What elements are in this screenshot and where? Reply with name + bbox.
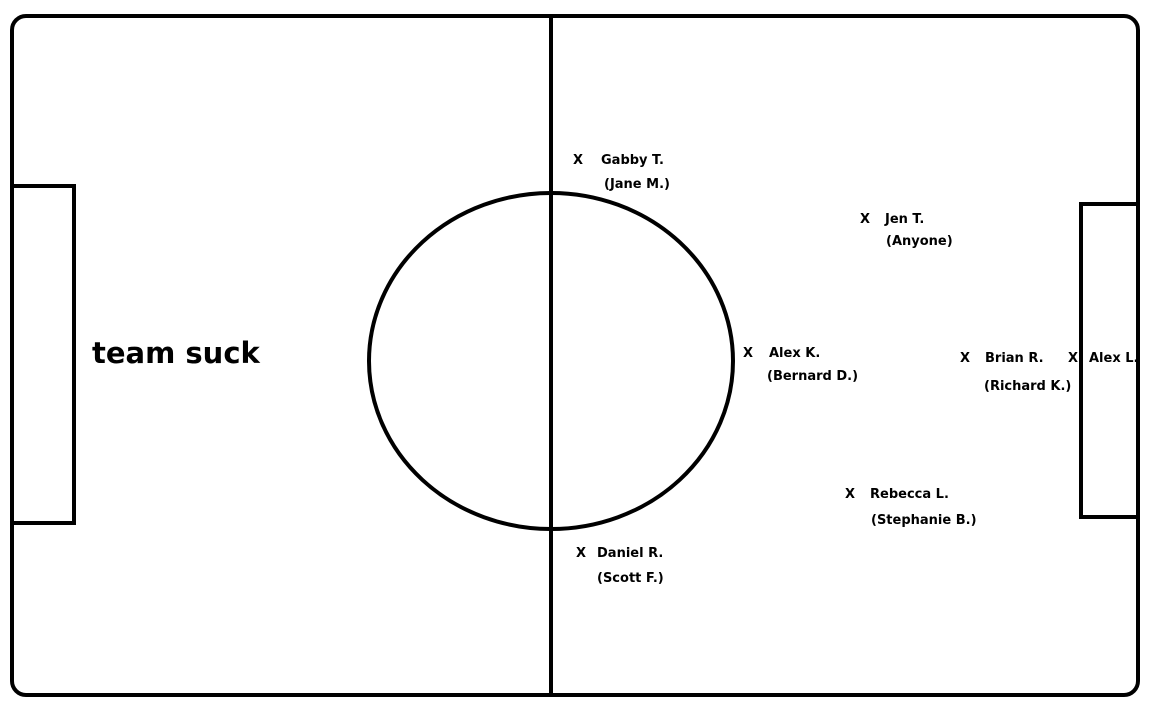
player-name: Brian R.	[985, 351, 1044, 366]
player-marker: X	[576, 546, 587, 561]
player-marker: X	[573, 153, 584, 168]
player-substitute: (Stephanie B.)	[871, 513, 977, 528]
player-name: Alex L.	[1089, 351, 1139, 366]
player-name: Rebecca L.	[870, 487, 949, 502]
center-circle	[367, 191, 735, 531]
player-substitute: (Bernard D.)	[767, 369, 859, 384]
player-name: Gabby T.	[601, 153, 664, 168]
player-marker: X	[743, 346, 754, 361]
left-goal-box	[10, 184, 76, 525]
player-name: Jen T.	[885, 212, 925, 227]
player-marker: X	[960, 351, 971, 366]
player-substitute: (Scott F.)	[597, 571, 664, 586]
player-substitute: (Jane M.)	[604, 177, 670, 192]
right-goal-box	[1079, 202, 1140, 519]
player-marker: X	[845, 487, 856, 502]
player-marker: X	[1068, 351, 1079, 366]
player-substitute: (Richard K.)	[984, 379, 1072, 394]
player-substitute: (Anyone)	[886, 234, 953, 249]
team-name-label: team suck	[92, 336, 260, 370]
player-name: Daniel R.	[597, 546, 664, 561]
player-name: Alex K.	[769, 346, 821, 361]
player-marker: X	[860, 212, 871, 227]
